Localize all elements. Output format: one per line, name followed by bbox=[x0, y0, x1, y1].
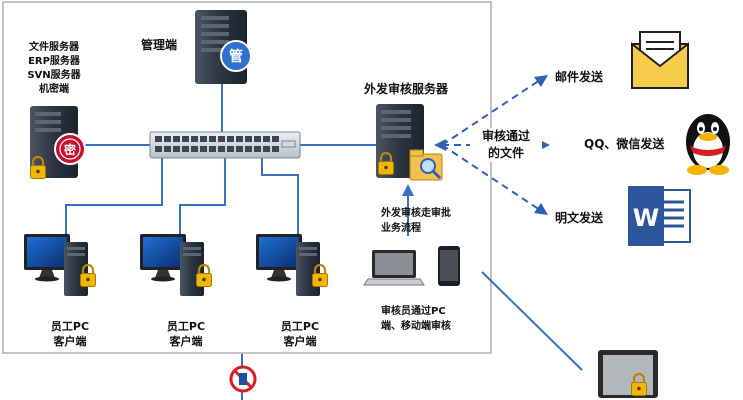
pc1-label: 员工PC 客户端 bbox=[50, 320, 90, 348]
employee-pc-3-icon bbox=[256, 234, 329, 296]
no-entry-icon bbox=[229, 365, 257, 393]
employee-pc-2-icon bbox=[140, 234, 213, 296]
management-label: 管理端 bbox=[141, 38, 178, 52]
qq-wechat-send-label: QQ、微信发送 bbox=[584, 137, 665, 151]
approval-arrow-head bbox=[402, 184, 414, 196]
smartphone-icon bbox=[438, 246, 460, 286]
management-server-icon: 管 bbox=[195, 10, 252, 84]
plain-send-label: 明文发送 bbox=[555, 211, 604, 225]
email-send-label: 邮件发送 bbox=[555, 70, 604, 84]
approved-files-label: 审核通过 的文件 bbox=[470, 128, 542, 162]
reviewer-label: 审核员通过PC 端、移动端审核 bbox=[381, 306, 451, 332]
servers-label: 文件服务器 ERP服务器 SVN服务器 机密端 bbox=[27, 42, 81, 95]
svg-text:W: W bbox=[633, 204, 659, 232]
approval-flow-label: 外发审核走审批 业务流程 bbox=[381, 208, 451, 234]
secret-server-icon: 密 bbox=[29, 106, 86, 180]
qq-penguin-icon bbox=[686, 114, 730, 175]
lan-boundary bbox=[2, 1, 492, 354]
laptop-icon bbox=[363, 250, 425, 286]
pc2-label: 员工PC 客户端 bbox=[166, 320, 206, 348]
envelope-icon bbox=[631, 31, 689, 89]
secret-badge-text: 密 bbox=[64, 142, 76, 157]
external-laptop-icon bbox=[598, 350, 658, 398]
network-switch-icon bbox=[149, 131, 301, 159]
employee-pc-1-icon bbox=[24, 234, 97, 296]
word-document-icon: W bbox=[628, 186, 691, 246]
outbound-server-label: 外发审核服务器 bbox=[364, 82, 449, 96]
mgmt-badge-text: 管 bbox=[229, 48, 243, 65]
magnifier-folder-icon bbox=[409, 149, 443, 181]
pc3-label: 员工PC 客户端 bbox=[280, 320, 320, 348]
